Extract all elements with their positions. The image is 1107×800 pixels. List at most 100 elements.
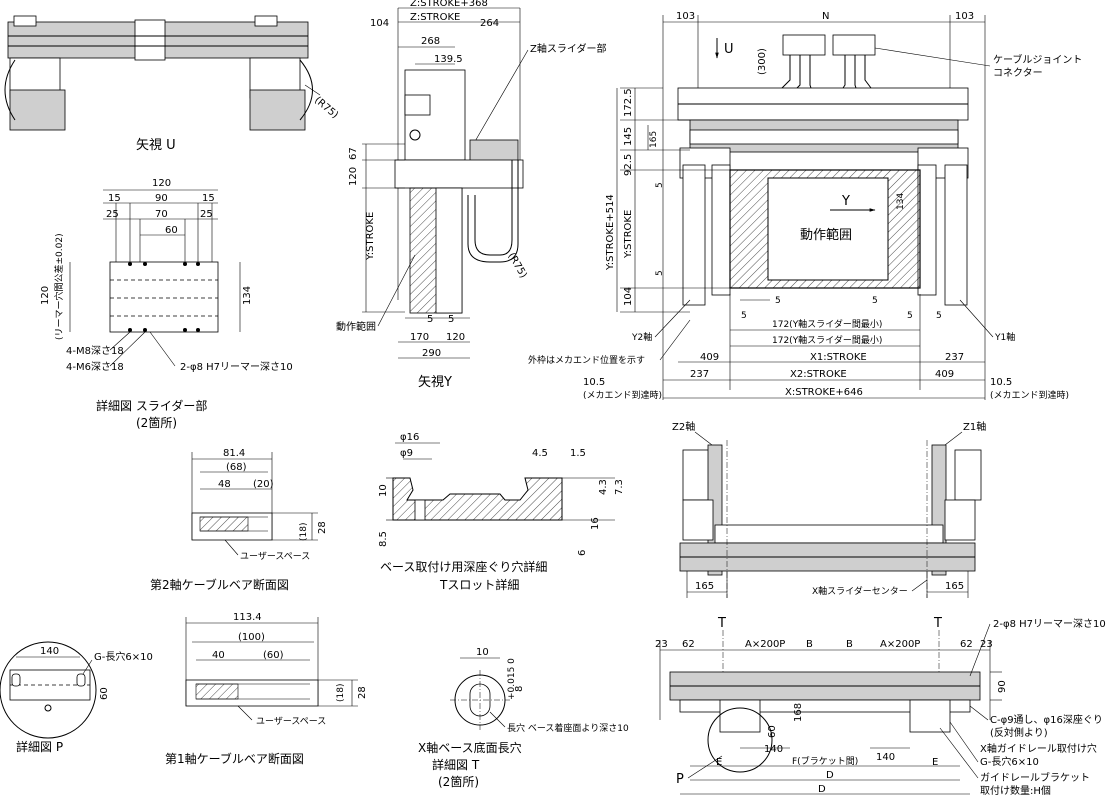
- dim-92-5: 92.5: [623, 154, 634, 176]
- dim-c68: (68): [226, 462, 247, 473]
- dim-c20: (20): [253, 479, 274, 490]
- dim-10-5a: 10.5: [583, 377, 605, 388]
- detail-slider-count: (2箇所): [136, 416, 177, 430]
- xbase-title-2: 詳細図 T: [432, 757, 480, 772]
- user-space-1: ユーザースペース: [256, 716, 326, 727]
- dim-b62b: 62: [960, 639, 973, 650]
- dim-120v: 120: [348, 167, 359, 186]
- dim-b60: 60: [767, 725, 778, 738]
- mech-end-l: (メカエンド到達時): [583, 389, 662, 401]
- dim-bD1: D: [826, 770, 834, 781]
- dim-b4-5: 4.5: [532, 448, 548, 459]
- dim-z165b: 165: [945, 581, 964, 592]
- operating-range-label: 動作範囲: [800, 228, 852, 243]
- dim-b1-5: 1.5: [570, 448, 586, 459]
- cable-bear-1: 113.4 (100) 40 (60) (18) 28 ユーザースペース 第1軸…: [165, 612, 368, 766]
- dim-t8-tol: +0.015 0: [507, 658, 517, 700]
- dim-172b: 172(Y軸スライダー間最小): [772, 334, 882, 346]
- m8-note: 4-M8深さ18: [66, 345, 124, 357]
- dim-s90: 90: [155, 193, 168, 204]
- dim-b16: φ16: [400, 432, 419, 443]
- dim-p140: 140: [40, 646, 59, 657]
- dim-b140a: 140: [764, 744, 783, 755]
- dim-b168: 168: [793, 703, 804, 722]
- operating-range-small: 動作範囲: [336, 320, 376, 333]
- dim-b7-3: 7.3: [614, 479, 625, 495]
- view-u-title: 矢視 U: [136, 138, 176, 153]
- front-view: Z2軸 Z1軸 165 165 X軸スライダーセンター: [672, 420, 986, 598]
- r75-label-u: (R75): [312, 95, 340, 121]
- dim-5h: 5: [655, 270, 665, 276]
- dim-x-stroke-646: X:STROKE+646: [785, 387, 863, 398]
- dim-t10: 10: [476, 647, 489, 658]
- c-holes-1: C-φ9通し、φ16深座ぐり: [990, 713, 1103, 726]
- c-holes-2: (反対側より): [990, 726, 1048, 739]
- detail-p-title: 詳細図 P: [16, 739, 63, 754]
- r75-label-y: (R75): [505, 251, 528, 280]
- dim-67: 67: [348, 147, 359, 160]
- top-view: 103 N 103 U (300) ケーブルジョイント コネクター 動作範囲: [528, 11, 1082, 401]
- dim-5f: 5: [741, 311, 747, 321]
- g-slot-br: G-長穴6×10: [980, 755, 1039, 768]
- dim-c81-4: 81.4: [223, 448, 245, 459]
- p-mark: P: [676, 772, 684, 787]
- dim-5g: 5: [907, 311, 913, 321]
- dim-z165a: 165: [695, 581, 714, 592]
- detail-slider-title: 詳細図 スライダー部: [96, 398, 207, 413]
- dim-z-stroke: Z:STROKE: [410, 12, 460, 23]
- dim-409b: 409: [935, 369, 954, 380]
- dim-s70: 70: [155, 209, 168, 220]
- dim-x1-stroke: X1:STROKE: [810, 352, 867, 363]
- dim-290: 290: [422, 348, 441, 359]
- rail-bracket-1: ガイドレールブラケット: [980, 771, 1090, 784]
- cable1-title: 第1軸ケーブルベア断面図: [165, 751, 304, 766]
- dim-165v: 165: [649, 131, 659, 148]
- dim-b62a: 62: [682, 639, 695, 650]
- dim-n103r: 103: [955, 11, 974, 22]
- dim-5c: 5: [655, 182, 665, 188]
- dim-b23b: 23: [980, 639, 993, 650]
- dim-c100: (100): [238, 632, 265, 643]
- u-arrow: U: [724, 42, 734, 57]
- xbase-title-1: X軸ベース底面長穴: [418, 740, 522, 755]
- z2-label: Z2軸: [672, 420, 695, 433]
- y-arrow: Y: [841, 194, 850, 209]
- cable-bear-2: 81.4 (68) 48 (20) (18) 28 ユーザースペース 第2軸ケー…: [150, 448, 328, 592]
- dim-y-stroke-514: Y:STROKE+514: [605, 194, 616, 271]
- dim-b16v: 16: [590, 517, 601, 530]
- dim-104b: 104: [623, 287, 634, 306]
- dim-s15b: 15: [202, 193, 215, 204]
- dim-n: N: [822, 11, 829, 22]
- rail-mount-note: X軸ガイドレール取付け穴: [980, 742, 1097, 755]
- dim-b140b: 140: [876, 752, 895, 763]
- cable-connectors: [769, 34, 881, 101]
- reamer-br: 2-φ8 H7リーマー深さ10: [993, 618, 1106, 630]
- dim-c18b: (18): [336, 684, 346, 702]
- base-detail-title-2: Tスロット詳細: [439, 577, 519, 592]
- dim-145: 145: [623, 127, 634, 146]
- dim-c28b: 28: [357, 686, 368, 699]
- dim-bE1: E: [716, 757, 722, 768]
- dim-5e: 5: [872, 296, 878, 306]
- dim-139-5: 139.5: [434, 54, 463, 65]
- reamer-tolerance-note: (リーマー穴間公差±0.02): [53, 233, 65, 340]
- dim-b4-3: 4.3: [598, 479, 609, 495]
- cable-joint-1: ケーブルジョイント: [993, 53, 1082, 66]
- dim-c113-4: 113.4: [233, 612, 262, 623]
- dim-x2-stroke: X2:STROKE: [790, 369, 847, 380]
- dim-172a: 172(Y軸スライダー間最小): [772, 318, 882, 330]
- dim-237b: 237: [690, 369, 709, 380]
- tslot-detail: φ16 φ9 4.5 1.5 10 8.5 4.3 7.3 16 6 ベース取付…: [378, 432, 625, 592]
- view-y-title: 矢視Y: [418, 375, 452, 390]
- mech-end-r: (メカエンド到達時): [990, 389, 1069, 401]
- dim-s25a: 25: [106, 209, 119, 220]
- dim-ax200a: A×200P: [745, 639, 785, 650]
- base-view: 23 62 A×200P B B A×200P 62 23 T T 90 168…: [655, 616, 1106, 797]
- dim-300: (300): [757, 48, 768, 75]
- z1-label: Z1軸: [963, 420, 986, 433]
- detail-p: 140 60 G-長穴6×10 詳細図 P: [0, 641, 153, 754]
- z-slider-label: Z軸スライダー部: [530, 42, 606, 55]
- bracket-pitch: F(ブラケット間): [792, 755, 858, 767]
- dim-5d: 5: [775, 296, 781, 306]
